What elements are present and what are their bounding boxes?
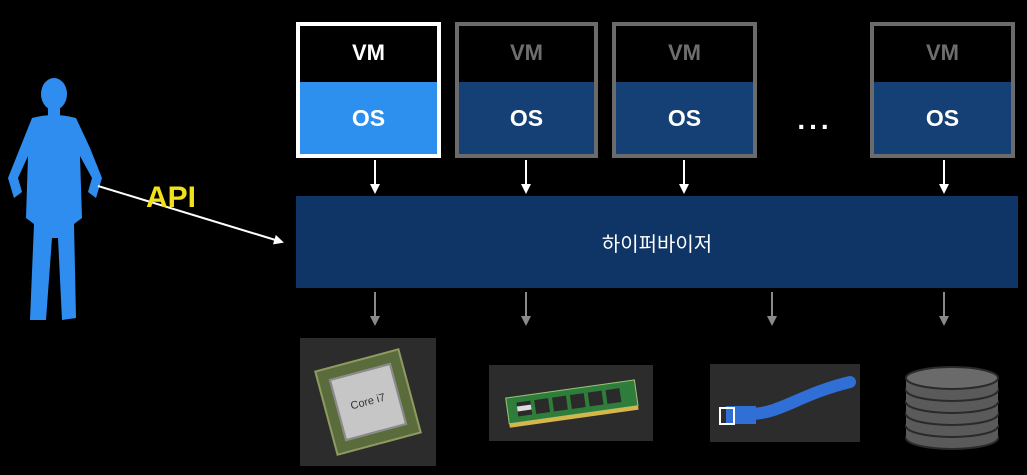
user-person-icon — [8, 78, 102, 320]
ram-icon — [505, 379, 639, 428]
vm-label: VM — [668, 40, 701, 65]
os-label: OS — [300, 82, 437, 154]
hypervisor-label: 하이퍼바이저 — [601, 231, 713, 256]
vm-box-4[interactable]: VM OS — [870, 22, 1015, 158]
vm-label: VM — [510, 40, 543, 65]
ram-hardware — [489, 365, 653, 441]
network-hardware — [710, 364, 860, 442]
os-label: OS — [874, 82, 1011, 154]
api-arrow — [97, 185, 284, 245]
os-label: OS — [459, 82, 594, 154]
vm-box-1[interactable]: VM OS — [296, 22, 441, 158]
vm-box-2[interactable]: VM OS — [455, 22, 598, 158]
cpu-chip: Core i7 — [328, 362, 408, 442]
cpu-label: Core i7 — [349, 391, 387, 413]
api-label: API — [146, 181, 197, 214]
cpu-icon: Core i7 — [314, 348, 422, 456]
vm-box-3[interactable]: VM OS — [612, 22, 757, 158]
os-label: OS — [616, 82, 753, 154]
storage-disk-icon — [905, 366, 999, 450]
network-cable-icon — [719, 376, 856, 425]
more-vms-ellipsis: ... — [797, 104, 833, 135]
vm-label: VM — [352, 40, 385, 65]
hypervisor-layer: 하이퍼바이저 — [296, 196, 1018, 288]
vm-label: VM — [926, 40, 959, 65]
cpu-hardware: Core i7 — [300, 338, 436, 466]
